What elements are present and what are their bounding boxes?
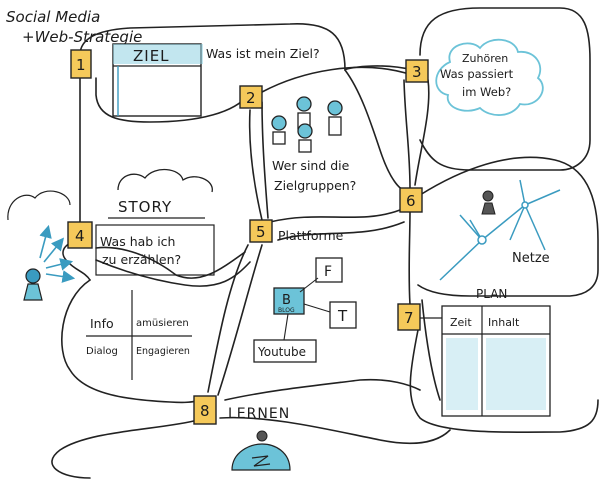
step-8-badge xyxy=(193,395,217,425)
grid-amuesieren: amüsieren xyxy=(136,318,189,329)
step-1-number: 1 xyxy=(76,56,86,74)
platform-blog-box xyxy=(273,287,305,315)
ziel-heading: ZIEL xyxy=(133,47,170,65)
plan-table xyxy=(441,305,551,417)
step-6: 6 Netze xyxy=(399,179,561,281)
step-3-badge xyxy=(405,59,429,83)
ziel-highlight xyxy=(113,44,203,64)
step-7-badge xyxy=(397,303,421,331)
zielgruppen-line-2: Zielgruppen? xyxy=(274,178,356,193)
plan-highlight-col1 xyxy=(446,338,478,410)
cloud-line-3: im Web? xyxy=(462,85,511,99)
step-6-number: 6 xyxy=(406,192,416,210)
people-icon xyxy=(271,96,343,153)
blog-label: BLOG xyxy=(278,307,295,314)
story-cloud xyxy=(117,168,213,193)
step-5-badge xyxy=(249,219,273,243)
plan-highlight-col2 xyxy=(486,338,546,410)
megaphone-person-icon xyxy=(23,268,43,301)
platform-blog: B xyxy=(282,293,291,308)
platform-youtube-box xyxy=(253,339,317,363)
learner-icon xyxy=(231,430,291,471)
step-1-badge xyxy=(70,49,92,79)
platform-connectors xyxy=(283,277,331,341)
step-6-badge xyxy=(399,187,423,213)
platform-facebook-box xyxy=(315,257,343,283)
story-question-line-1: Was hab ich xyxy=(100,234,175,249)
step-8-number: 8 xyxy=(200,402,210,420)
road-network xyxy=(51,7,599,479)
lernen-heading: LERNEN xyxy=(228,406,290,422)
step-4: STORY Was hab ich zu erzählen? 4 Info am… xyxy=(7,168,215,380)
title-line-1: Social Media xyxy=(6,8,100,26)
platform-twitter: T xyxy=(337,307,348,325)
step-4-badge xyxy=(67,221,93,249)
step-5-number: 5 xyxy=(256,223,266,241)
step-7-number: 7 xyxy=(404,309,414,327)
speaker-cloud xyxy=(7,190,71,221)
grid-info: Info xyxy=(90,316,114,331)
cloud-line-1: Zuhören xyxy=(462,52,508,65)
zielgruppen-line-1: Wer sind die xyxy=(272,158,350,173)
platform-twitter-box xyxy=(329,301,357,329)
step-2-number: 2 xyxy=(246,89,256,107)
broadcast-arrows-icon xyxy=(39,224,76,283)
grid-dialog: Dialog xyxy=(86,346,118,357)
step-2-badge xyxy=(239,85,263,109)
cloud-shape xyxy=(435,38,544,116)
plan-col-inhalt: Inhalt xyxy=(488,316,520,329)
step-7: 7 PLAN Zeit Inhalt xyxy=(397,287,551,417)
story-question-line-2: zu erzählen? xyxy=(102,252,181,267)
network-person-icon xyxy=(481,190,496,215)
step-4-number: 4 xyxy=(75,227,85,245)
step-5: 5 Plattforme F B BLOG T Youtube xyxy=(249,219,357,363)
plan-heading: PLAN xyxy=(476,287,507,301)
netze-label: Netze xyxy=(512,251,550,266)
title-line-2: +Web-Strategie xyxy=(22,28,142,46)
platform-youtube: Youtube xyxy=(257,345,306,359)
ziel-question: Was ist mein Ziel? xyxy=(206,46,320,61)
step-2: 2 Wer sind die Zielgruppen? xyxy=(239,85,356,193)
step-1: ZIEL Was ist mein Ziel? 1 xyxy=(70,43,320,117)
plan-col-zeit: Zeit xyxy=(450,316,472,329)
story-heading: STORY xyxy=(118,198,172,216)
step-3: Zuhören Was passiert im Web? 3 xyxy=(405,38,544,116)
network-icon xyxy=(439,179,561,281)
step-8: 8 LERNEN xyxy=(193,395,291,471)
platform-facebook: F xyxy=(324,264,332,280)
cloud-line-2: Was passiert xyxy=(440,67,514,81)
plattforme-heading: Plattforme xyxy=(278,228,344,243)
story-box xyxy=(95,224,215,276)
step-3-number: 3 xyxy=(412,63,422,81)
grid-engagieren: Engagieren xyxy=(136,346,190,357)
